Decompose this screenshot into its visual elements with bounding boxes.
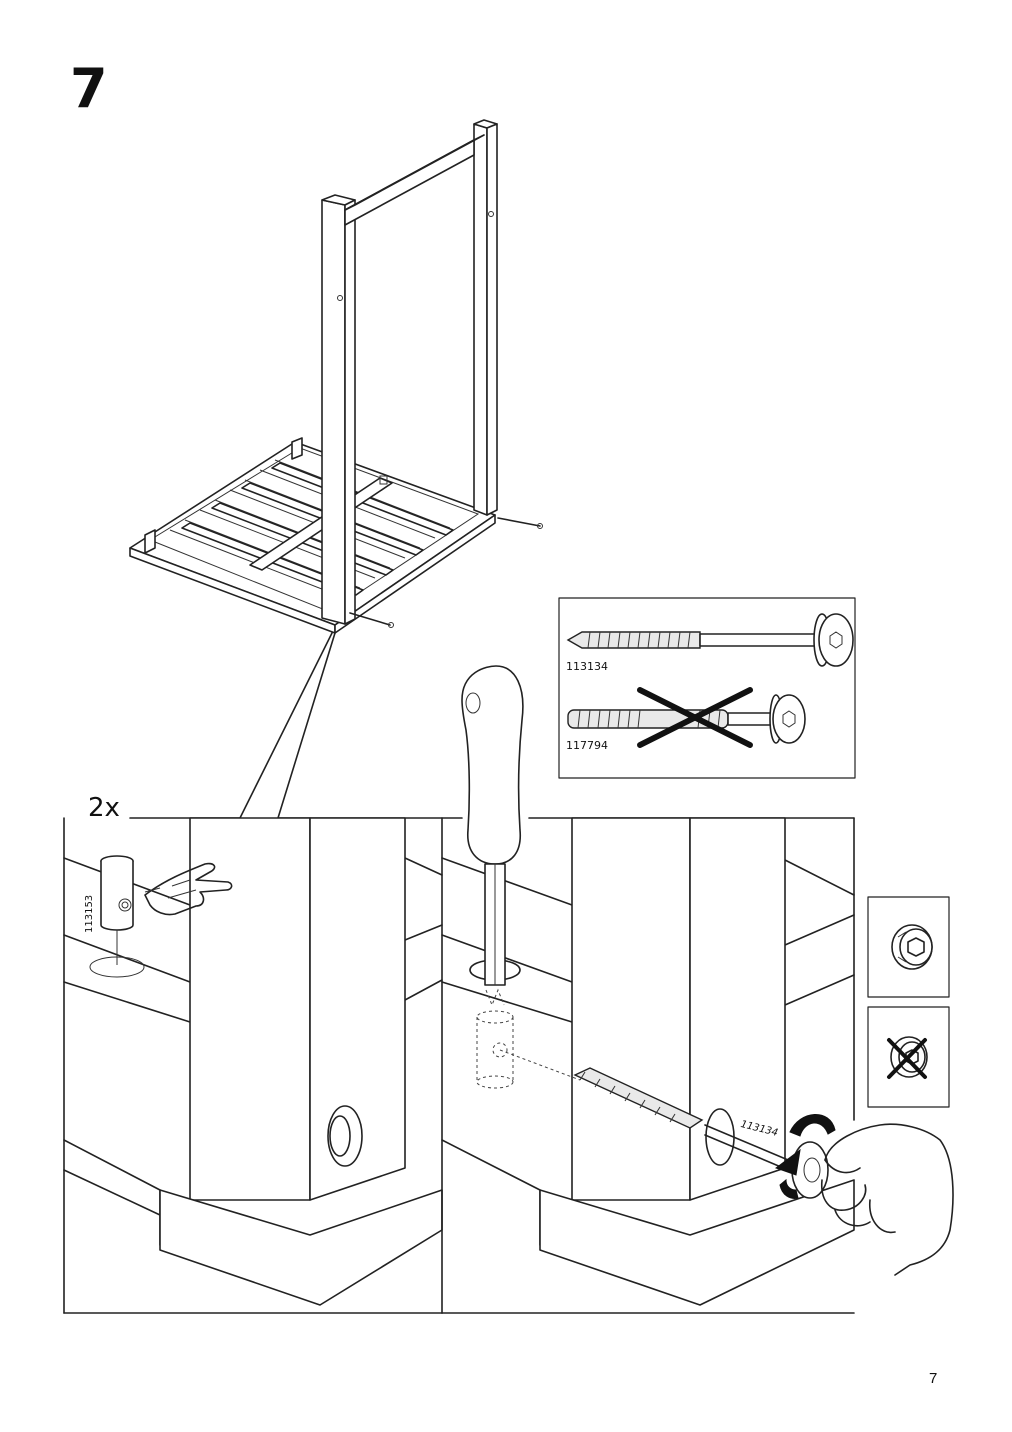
barrel-nut-part-number: 113153	[84, 894, 95, 933]
bolt-wrong-part-number: 117794	[566, 739, 608, 752]
detail-panel-left	[63, 817, 443, 1314]
bolt-correct-part-number: 113134	[566, 660, 608, 673]
hidden-barrel-nut	[476, 988, 581, 1089]
bolt-head-wrong-icon	[867, 1006, 950, 1108]
screwdriver-icon	[461, 665, 524, 986]
pointing-hand-icon	[144, 862, 233, 916]
rotate-arrow-icon	[774, 1114, 836, 1199]
bolt-correct-icon	[566, 613, 854, 667]
parts-box	[558, 597, 856, 779]
bolt-head-correct-icon	[867, 896, 950, 998]
detail-panel-right	[441, 665, 954, 1314]
page-number: 7	[929, 1370, 938, 1387]
step-number: 7	[70, 57, 108, 120]
cross-icon	[637, 687, 753, 748]
barrel-nut-icon	[89, 855, 145, 978]
bench-frame-illustration	[129, 119, 543, 634]
hand-icon	[820, 1123, 954, 1276]
quantity-label: 2x	[84, 793, 124, 823]
